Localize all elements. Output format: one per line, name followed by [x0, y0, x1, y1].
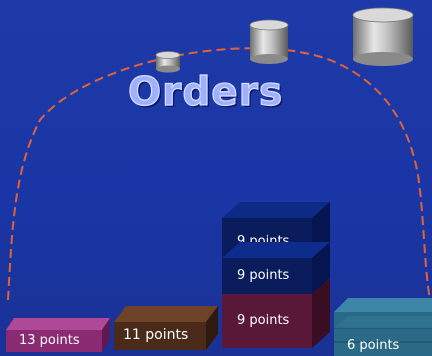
block-13-points [6, 318, 110, 352]
block-label-maroon: 9 points [237, 313, 290, 328]
block-label-13-points: 13 points [19, 333, 80, 348]
block-label-11-points: 11 points [123, 327, 189, 343]
database-cylinder-small-icon [155, 51, 181, 73]
block-label-6-points: 6 points [347, 338, 400, 353]
block-label-top-navy: 9 points [237, 234, 290, 242]
diagram-title: Orders [127, 69, 284, 115]
database-cylinder-large-icon [352, 7, 414, 66]
block-label-middle-navy: 9 points [237, 268, 290, 283]
block-11-points [114, 306, 218, 350]
block-middle-navy [222, 242, 330, 294]
database-cylinder-medium-icon [249, 19, 289, 64]
block-6-points [334, 298, 432, 356]
block-label-top-navy-clip: 9 points [222, 218, 312, 242]
block-maroon [222, 278, 330, 348]
